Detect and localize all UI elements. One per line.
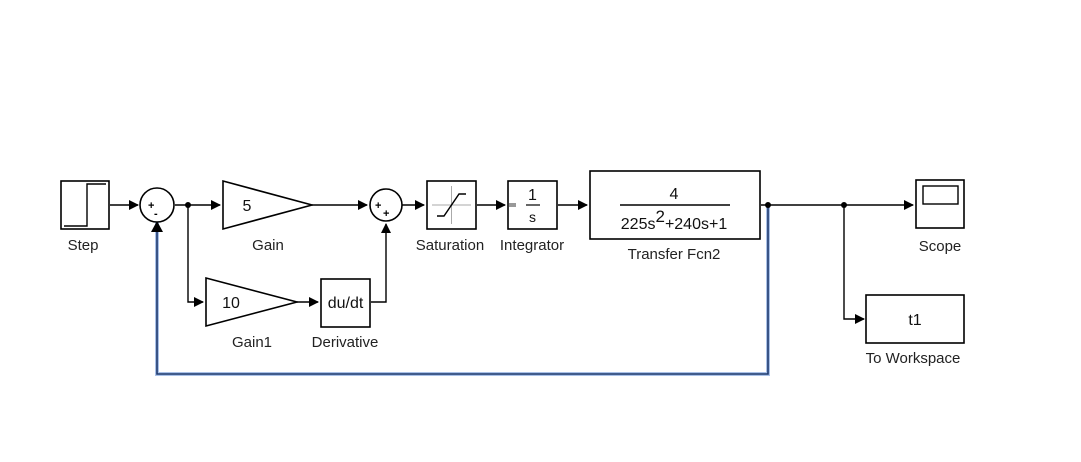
branch-point [185,202,191,208]
sum1-sign-plus: + [148,200,154,212]
saturation-icon [432,186,471,224]
integrator-numerator: 1 [528,187,537,204]
integrator-port-marker [509,203,516,207]
step-block[interactable]: Step [60,180,110,254]
line-sum1-to-gain1[interactable] [187,205,204,307]
branch-point [765,202,771,208]
gain-value: 5 [243,198,252,215]
derivative-block[interactable]: du/dt Derivative [312,278,379,351]
step-label: Step [68,237,99,254]
scope-label: Scope [919,238,962,255]
integrator-block[interactable]: 1 s Integrator [500,180,564,254]
line-derivative-to-sum2[interactable] [371,223,391,303]
sum1-block[interactable]: + - [139,187,175,223]
sum2-block[interactable]: + + [369,188,403,222]
feedback-arrowhead [151,221,163,232]
tf-numerator: 4 [670,186,679,203]
integrator-denominator: s [529,209,536,225]
saturation-block[interactable]: Saturation [416,180,484,254]
derivative-label: Derivative [312,334,379,351]
derivative-text: du/dt [328,295,364,312]
feedback-signal-line[interactable] [151,205,770,376]
sum2-sign-plus-1: + [375,200,381,212]
scope-block[interactable]: Scope [915,179,965,255]
tf-denominator: 225s2+240s+1 [621,207,728,233]
branch-point [841,202,847,208]
gain1-label: Gain1 [232,334,272,351]
line-to-workspace[interactable] [843,205,865,324]
gain1-value: 10 [222,295,240,312]
gain-label: Gain [252,237,284,254]
gain1-block[interactable]: 10 Gain1 [205,276,301,351]
sum2-sign-plus-2: + [383,208,389,220]
integrator-label: Integrator [500,237,564,254]
to-workspace-variable: t1 [908,312,921,329]
step-icon [64,183,106,227]
to-workspace-block[interactable]: t1 To Workspace [865,294,965,367]
transfer-fcn-label: Transfer Fcn2 [628,246,721,263]
saturation-label: Saturation [416,237,484,254]
sum1-sign-minus: - [154,208,158,220]
transfer-fcn-block[interactable]: 4 225s2+240s+1 Transfer Fcn2 [589,170,761,263]
to-workspace-label: To Workspace [866,350,961,367]
gain-block[interactable]: 5 Gain [222,179,316,254]
scope-screen-icon [922,185,959,205]
